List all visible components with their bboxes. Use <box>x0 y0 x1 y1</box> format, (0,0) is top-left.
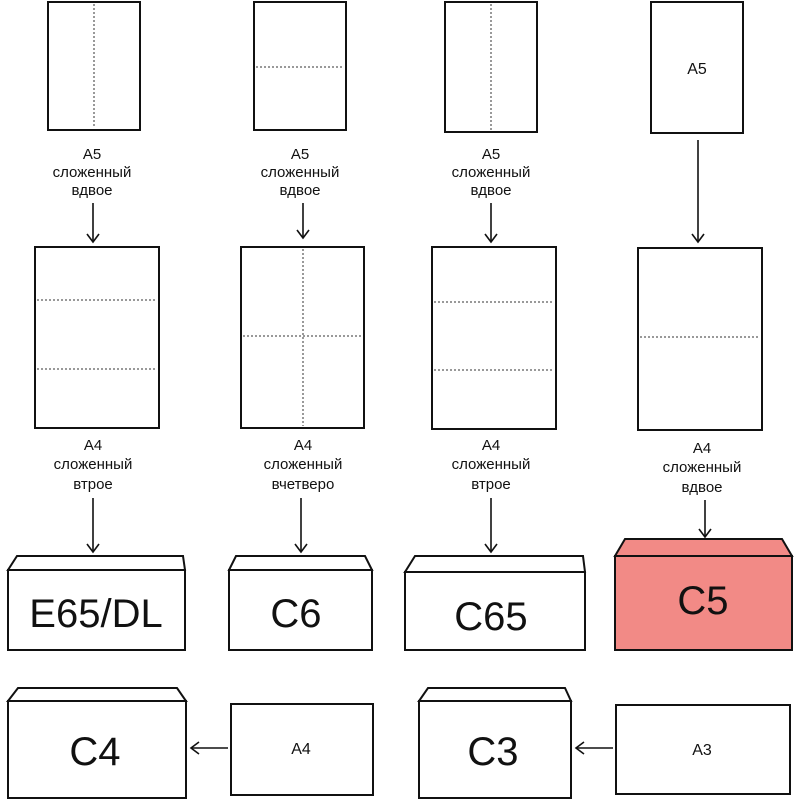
column-1: A5 сложенный вдвое A4 сложенный втрое E6… <box>6 1 187 651</box>
caption-line-1: A4 <box>294 437 312 454</box>
sheet-label: A4 <box>291 741 311 758</box>
down-arrow <box>484 498 498 554</box>
envelope-label: C65 <box>454 595 527 639</box>
bottom-pair-c3: C3 A3 <box>417 687 791 799</box>
caption-line-2: сложенный <box>261 164 340 181</box>
envelope-label: C4 <box>69 730 120 774</box>
envelope-c4: C4 <box>5 687 188 799</box>
caption-line-3: вдвое <box>681 479 722 496</box>
envelope-label: E65/DL <box>29 592 162 636</box>
down-arrow <box>691 140 705 244</box>
sheet-label: A5 <box>687 61 707 78</box>
caption-line-3: втрое <box>73 476 113 493</box>
a4-sheet-folded-three <box>34 246 160 429</box>
down-arrow <box>296 203 310 240</box>
sheet-label: A3 <box>692 742 712 759</box>
envelope-label: C6 <box>270 592 321 636</box>
envelope-c3: C3 <box>417 687 573 799</box>
envelope-c6: C6 <box>227 555 374 651</box>
caption-line-3: вчетверо <box>272 476 335 493</box>
caption-line-2: сложенный <box>452 164 531 181</box>
left-arrow <box>574 741 613 755</box>
column-2: A5 сложенный вдвое A4 сложенный вчетверо… <box>227 1 374 651</box>
caption-line-2: сложенный <box>663 459 742 476</box>
caption-line-1: A4 <box>693 440 711 457</box>
caption-line-2: сложенный <box>53 164 132 181</box>
a4-sheet-folded-half <box>637 247 763 431</box>
down-arrow <box>698 500 712 539</box>
caption-line-2: сложенный <box>54 456 133 473</box>
caption-line-2: сложенный <box>264 456 343 473</box>
down-arrow <box>86 203 100 244</box>
caption-line-1: A4 <box>482 437 500 454</box>
caption-line-1: A5 <box>83 146 101 163</box>
envelope-c65: C65 <box>403 555 587 651</box>
caption-line-3: вдвое <box>470 182 511 199</box>
bottom-pair-c4: C4 A4 <box>5 687 374 799</box>
envelope-c5-highlighted: C5 <box>613 538 794 651</box>
envelope-label: C3 <box>467 730 518 774</box>
a5-sheet-unfolded <box>650 1 744 134</box>
a4-sheet-folded-three <box>431 246 557 430</box>
caption-line-3: вдвое <box>71 182 112 199</box>
down-arrow <box>484 203 498 244</box>
a5-sheet-folded-horizontal <box>253 1 347 131</box>
caption-line-2: сложенный <box>452 456 531 473</box>
caption-line-1: A5 <box>482 146 500 163</box>
caption-line-1: A5 <box>291 146 309 163</box>
a4-sheet <box>230 703 374 796</box>
column-3: A5 сложенный вдвое A4 сложенный втрое C6… <box>403 1 587 651</box>
envelope-label: C5 <box>677 579 728 623</box>
envelope-e65-dl: E65/DL <box>6 555 187 651</box>
caption-line-1: A4 <box>84 437 102 454</box>
down-arrow <box>86 498 100 554</box>
a3-sheet <box>615 704 791 795</box>
left-arrow <box>189 741 228 755</box>
caption-line-3: втрое <box>471 476 511 493</box>
caption-line-3: вдвое <box>279 182 320 199</box>
a5-sheet-folded-vertical <box>444 1 538 133</box>
down-arrow <box>294 498 308 554</box>
column-4: A5 A4 сложенный вдвое C5 <box>613 1 794 651</box>
